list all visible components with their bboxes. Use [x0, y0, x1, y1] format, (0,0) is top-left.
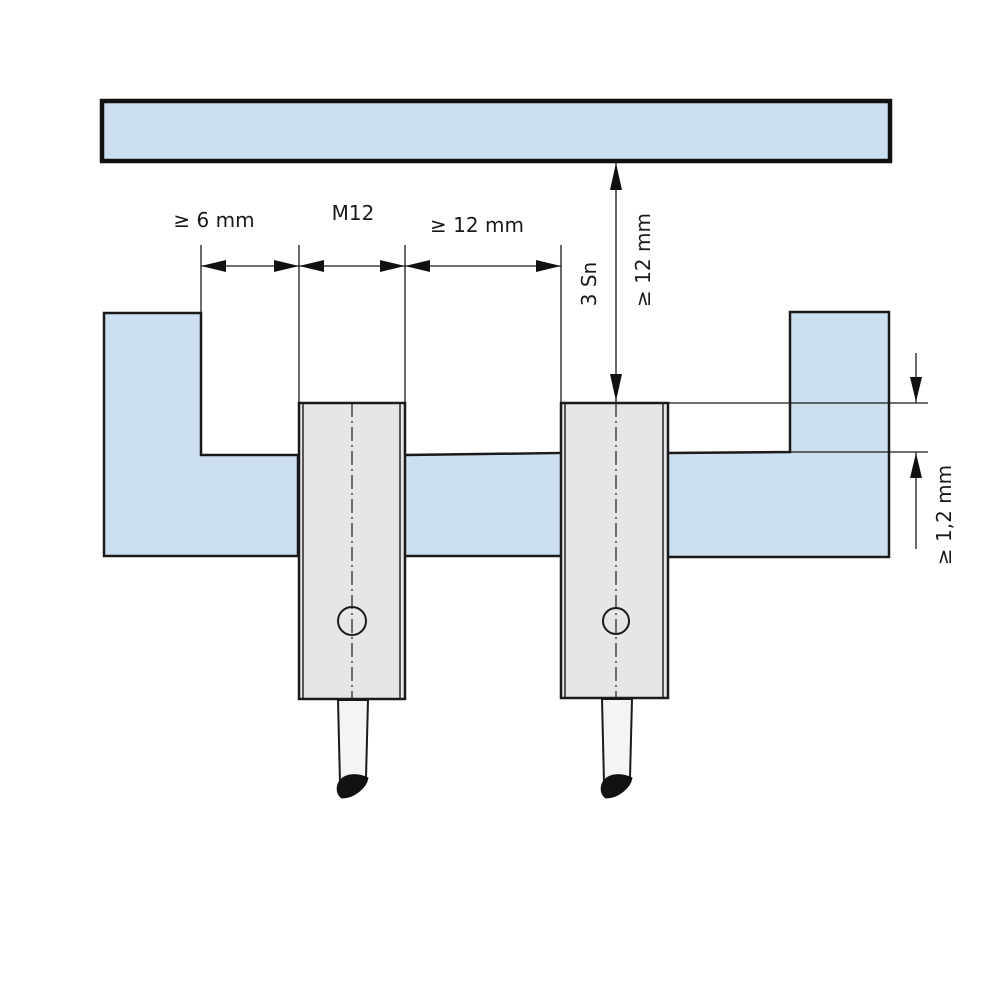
arrow-gap-left-start	[201, 260, 226, 272]
sensor-right-cable	[600, 698, 634, 785]
arrow-sensor-size-end	[380, 260, 405, 272]
sensor-left-cable-end	[336, 774, 369, 799]
sensor-right	[559, 401, 670, 799]
mounting-bracket-right	[665, 310, 891, 559]
label-target-distance: ≥ 12 mm	[631, 213, 655, 307]
arrow-gap-between-start	[405, 260, 430, 272]
mounting-bracket-middle-top-edge	[404, 451, 563, 457]
label-sensor-size: M12	[332, 201, 375, 225]
label-switching-distance: 3 Sn	[577, 262, 601, 306]
arrow-flush-bottom	[910, 453, 922, 478]
label-flush-offset: ≥ 1,2 mm	[932, 465, 956, 565]
mounting-bracket-middle	[405, 455, 562, 556]
arrow-gap-between-end	[536, 260, 561, 272]
sensor-right-body	[559, 401, 670, 700]
arrow-sensor-size-start	[299, 260, 324, 272]
arrow-gap-left-end	[274, 260, 299, 272]
arrow-target-distance-bottom	[610, 374, 622, 401]
sensor-left-led-indicator	[337, 606, 367, 636]
sensor-right-led-indicator	[602, 607, 630, 635]
sensor-right-cable-end	[600, 774, 633, 799]
sensor-left-cable	[336, 699, 370, 785]
label-gap-between: ≥ 12 mm	[430, 213, 524, 237]
arrow-target-distance-top	[610, 163, 622, 190]
arrow-flush-top	[910, 377, 922, 402]
sensor-left	[297, 401, 407, 799]
target-plate	[99, 98, 893, 164]
mounting-bracket-left	[102, 311, 300, 558]
label-gap-left: ≥ 6 mm	[173, 208, 254, 232]
